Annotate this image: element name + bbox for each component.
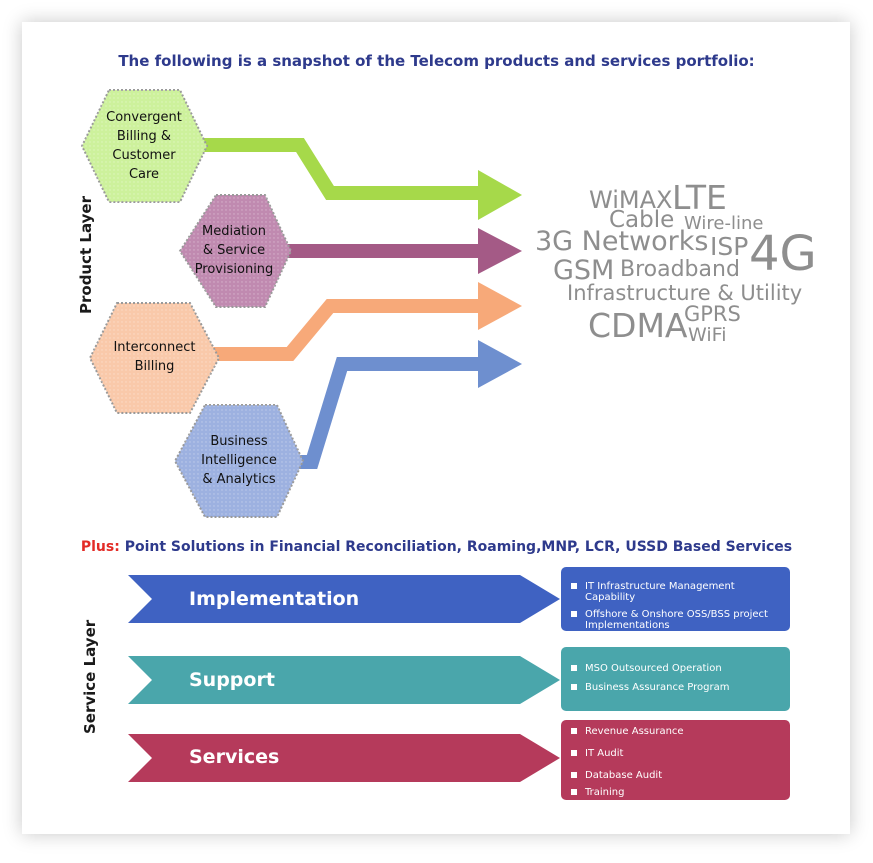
support-details-box: MSO Outsourced Operation Business Assura… [561, 647, 790, 711]
implementation-item: IT Infrastructure Management Capability [571, 581, 780, 603]
hexagon-mediation [178, 194, 293, 308]
services-chevron [128, 734, 560, 782]
support-item: Business Assurance Program [571, 682, 780, 693]
implementation-details-box: IT Infrastructure Management Capability … [561, 567, 790, 631]
product-interconnect-label: Interconnect Billing [113, 340, 196, 374]
cloud-3g-networks: 3G Networks [535, 226, 709, 257]
cloud-lte: LTE [672, 178, 727, 217]
mediation-arrow [280, 228, 522, 274]
services-item: Training [571, 787, 780, 798]
cloud-cable: Cable [609, 207, 675, 233]
support-chevron [128, 656, 560, 704]
implementation-item: Offshore & Onshore OSS/BSS project Imple… [571, 609, 780, 631]
support-item: MSO Outsourced Operation [571, 663, 780, 674]
plus-prefix: Plus: [80, 539, 120, 555]
implementation-label: Implementation [189, 588, 360, 610]
hexagon-interconnect [88, 302, 221, 414]
hexagon-convergent-billing [80, 89, 209, 203]
cloud-4g: 4G [749, 226, 817, 282]
implementation-chevron [128, 575, 560, 623]
convergent-billing-arrow [195, 138, 522, 220]
cloud-infrastructure: Infrastructure & Utility [567, 281, 803, 305]
hexagon-business-intelligence [173, 404, 305, 518]
services-label: Services [189, 746, 280, 768]
product-convergent-billing-label: Convergent Billing & Customer Care [106, 110, 182, 182]
product-mediation-label: Mediation & Service Provisioning [194, 223, 274, 277]
cloud-wireline: Wire-line [684, 213, 764, 234]
plus-line: Plus: Point Solutions in Financial Recon… [0, 539, 873, 555]
product-business-intelligence-label: Business Intelligence & Analytics [201, 433, 277, 487]
cloud-broadband: Broadband [620, 257, 740, 282]
cloud-gsm: GSM [553, 255, 615, 286]
cloud-wifi: WiFi [688, 324, 727, 346]
cloud-gprs: GPRS [684, 302, 741, 326]
cloud-wimax: WiMAX [589, 186, 673, 214]
cloud-isp: ISP [710, 232, 749, 261]
services-item: Database Audit [571, 770, 780, 781]
support-label: Support [189, 669, 275, 691]
page-title: The following is a snapshot of the Telec… [118, 52, 755, 70]
interconnect-arrow [210, 282, 522, 361]
plus-text: Point Solutions in Financial Reconciliat… [124, 539, 793, 555]
services-details-box: Revenue Assurance IT Audit Database Audi… [561, 720, 790, 800]
services-item: IT Audit [571, 748, 780, 759]
cloud-cdma: CDMA [588, 306, 688, 345]
services-item: Revenue Assurance [571, 726, 780, 737]
